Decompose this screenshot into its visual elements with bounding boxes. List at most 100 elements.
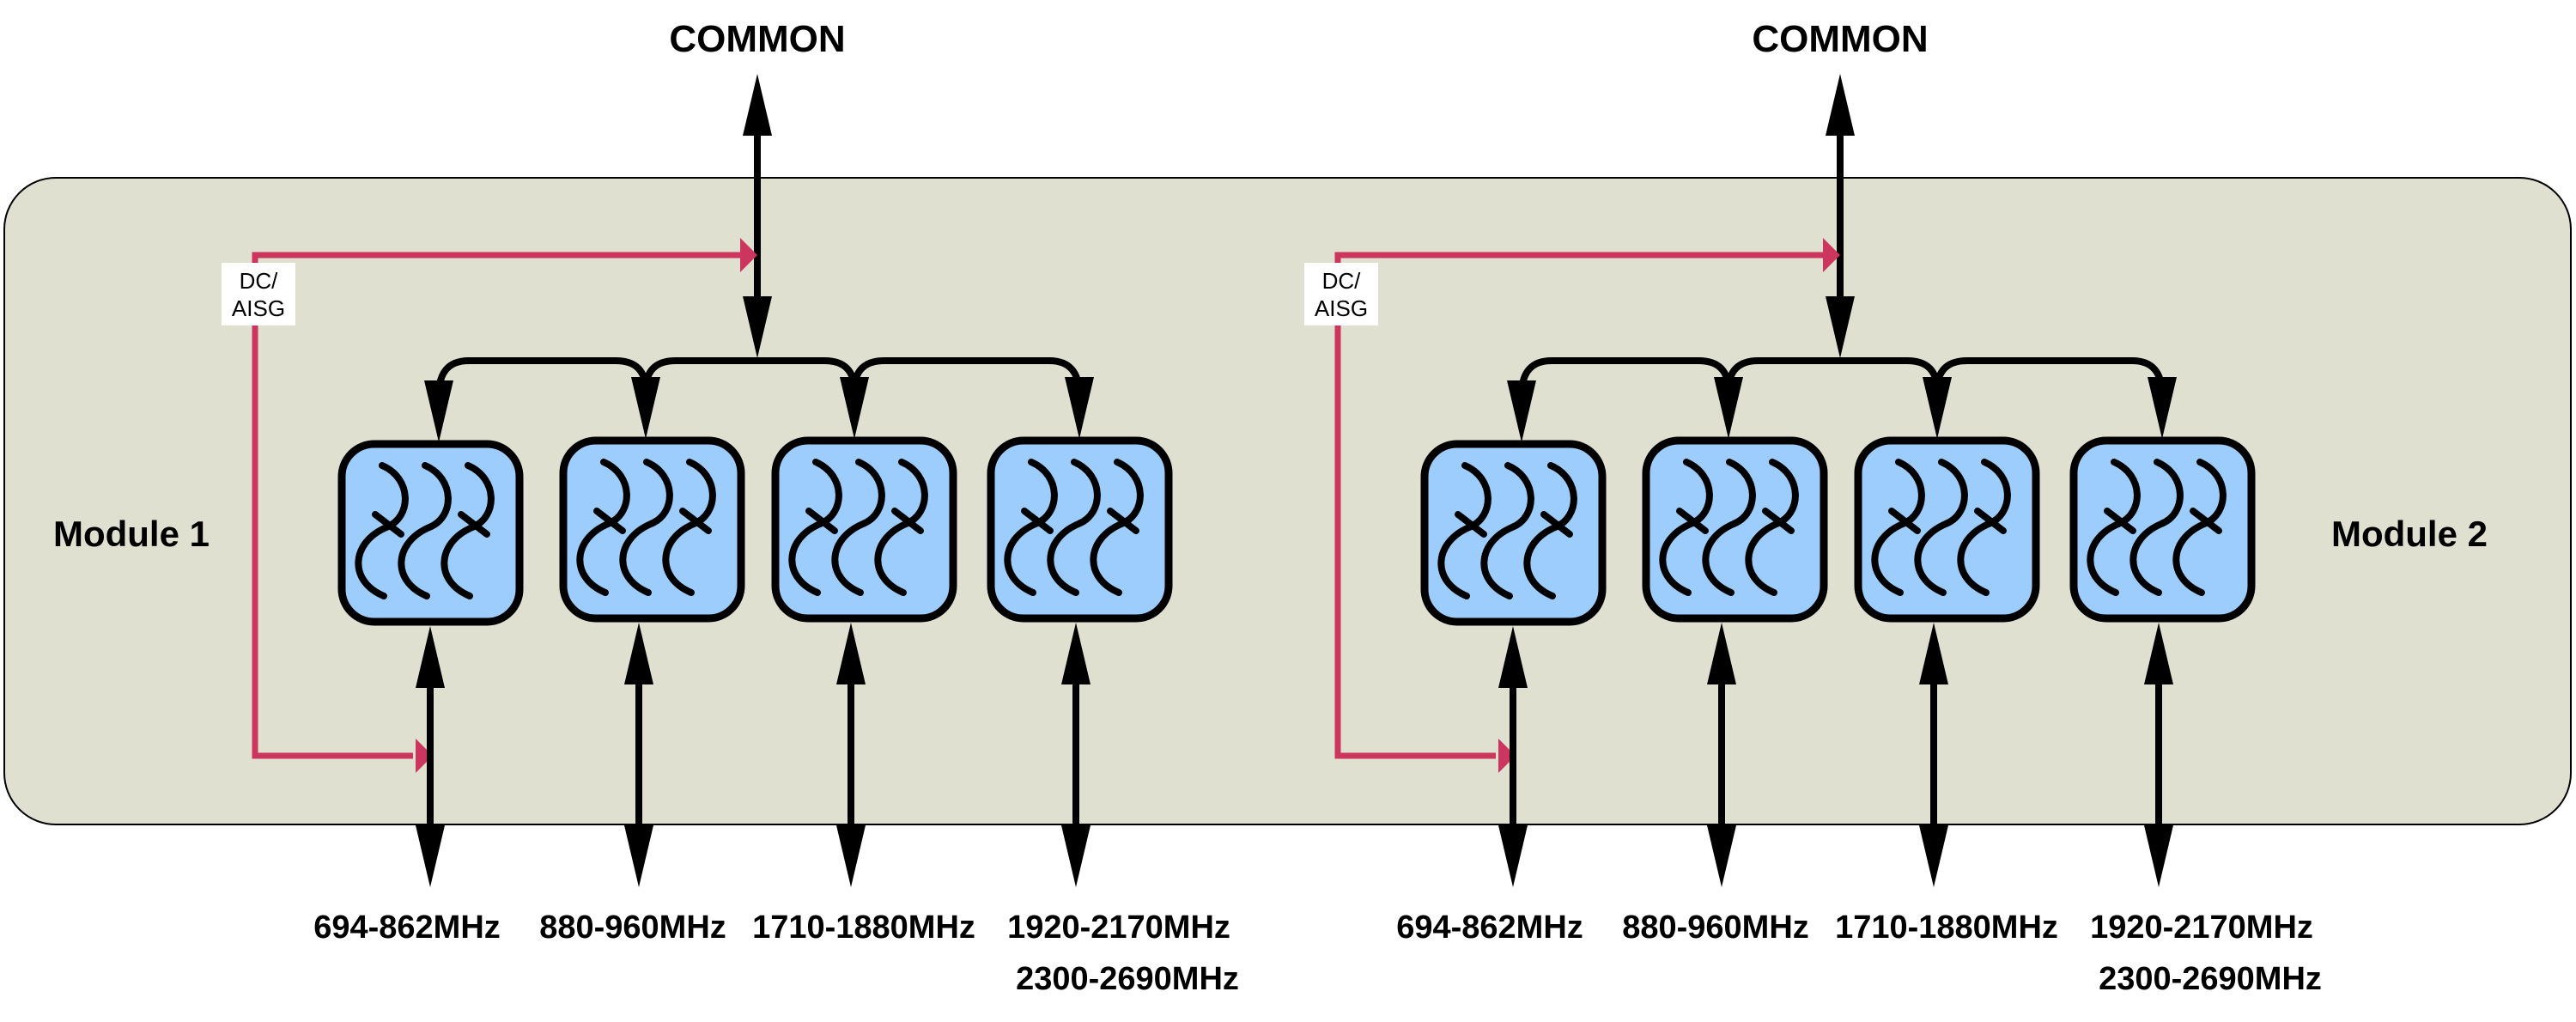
coupling-mark [1107, 508, 1139, 534]
bandpass-filter-icon [1437, 462, 1577, 599]
arrow-down-icon [1826, 296, 1855, 358]
resonator-curve [1047, 459, 1101, 596]
band-label: 694-862MHz [1396, 909, 1583, 946]
band-label: 1920-2170MHz [2090, 909, 2313, 946]
resonator-curve [1090, 459, 1144, 596]
band-label: 880-960MHz [539, 909, 726, 946]
resonator-curve [1659, 459, 1713, 596]
resonator-curve [2129, 459, 2184, 596]
filter-block [1642, 436, 1828, 623]
resonator-curve [2087, 459, 2141, 596]
coupling-mark [679, 508, 712, 534]
coupling-mark [1540, 511, 1573, 538]
dc-aisg-label: AISG [232, 295, 285, 321]
resonator-curve [2172, 459, 2227, 596]
bandpass-filter-icon [1004, 459, 1144, 596]
coupling-mark [1021, 508, 1054, 534]
filter-box [1642, 436, 1828, 623]
filter-block [1420, 440, 1607, 626]
coupling-mark [1676, 508, 1709, 534]
filter-box [1854, 436, 2040, 623]
filter-box [337, 440, 524, 626]
resonator-curve [662, 459, 716, 596]
filter-box [559, 436, 745, 623]
coupling-mark [891, 508, 924, 534]
arrow-down-icon [840, 377, 869, 439]
coupling-mark [593, 508, 626, 534]
resonator-curve [1480, 462, 1534, 599]
filter-block [559, 436, 745, 623]
arrow-up-icon [1707, 623, 1736, 684]
bandpass-filter-icon [576, 459, 716, 596]
arrow-down-icon [1707, 825, 1736, 887]
arrow-up-icon [2144, 623, 2173, 684]
coupling-mark [458, 511, 490, 538]
arrow-up-icon [1919, 623, 1948, 684]
band-label: 1710-1880MHz [752, 909, 975, 946]
dc-aisg-label-bg [222, 263, 295, 325]
module-label: Module 1 [53, 514, 210, 554]
filter-block [987, 436, 1173, 623]
dc-arrow-icon [1823, 238, 1840, 272]
resonator-curve [1523, 462, 1577, 599]
bandpass-filter-icon [788, 459, 928, 596]
arrow-up-icon [416, 626, 445, 688]
arrow-up-icon [624, 623, 653, 684]
resonator-curve [1957, 459, 2011, 596]
dc-aisg-label: AISG [1315, 295, 1368, 321]
arrow-up-icon [743, 74, 772, 136]
arrow-down-icon [1498, 825, 1528, 887]
resonator-curve [355, 462, 409, 599]
filter-box [1420, 440, 1607, 626]
dc-arrow-icon [416, 739, 433, 773]
common-port-label: COMMON [1752, 18, 1928, 60]
common-port-label: COMMON [669, 18, 845, 60]
dc-arrow-icon [1498, 739, 1516, 773]
dc-aisg-label: DC/ [240, 268, 279, 294]
resonator-curve [440, 462, 495, 599]
dc-aisg-line [252, 252, 740, 759]
bandpass-filter-icon [2087, 459, 2227, 596]
filter-box [987, 436, 1173, 623]
arrow-up-icon [836, 623, 866, 684]
coupling-mark [2190, 508, 2222, 534]
arrow-down-icon [836, 825, 866, 887]
arrow-down-icon [2144, 825, 2173, 887]
filter-box [771, 436, 957, 623]
resonator-curve [619, 459, 673, 596]
dc-aisg-label-bg [1304, 263, 1378, 325]
coupling-mark [1888, 508, 1921, 534]
band-label: 1710-1880MHz [1835, 909, 2058, 946]
resonator-curve [1745, 459, 1799, 596]
module-label: Module 2 [2331, 514, 2488, 554]
coupling-mark [1455, 511, 1487, 538]
resonator-curve [576, 459, 630, 596]
bandpass-filter-icon [355, 462, 495, 599]
coupling-mark [805, 508, 838, 534]
band-label: 2300-2690MHz [2099, 961, 2322, 997]
resonator-curve [1871, 459, 1925, 596]
arrow-down-icon [416, 825, 445, 887]
arrow-down-icon [1714, 377, 1743, 439]
distribution-bus [1518, 357, 2166, 396]
coupling-mark [2104, 508, 2136, 534]
arrow-down-icon [2148, 377, 2177, 439]
resonator-curve [831, 459, 885, 596]
resonator-curve [1914, 459, 1968, 596]
filter-box [2069, 436, 2256, 623]
resonator-curve [1437, 462, 1492, 599]
arrow-down-icon [631, 377, 660, 439]
arrow-down-icon [743, 296, 772, 358]
resonator-curve [1004, 459, 1058, 596]
arrow-up-icon [1826, 74, 1855, 136]
arrow-down-icon [1507, 380, 1536, 442]
filter-block [337, 440, 524, 626]
band-label: 1920-2170MHz [1007, 909, 1230, 946]
band-label: 880-960MHz [1622, 909, 1809, 946]
coupling-mark [1762, 508, 1795, 534]
arrow-up-icon [1061, 623, 1091, 684]
distribution-bus [435, 357, 1083, 396]
